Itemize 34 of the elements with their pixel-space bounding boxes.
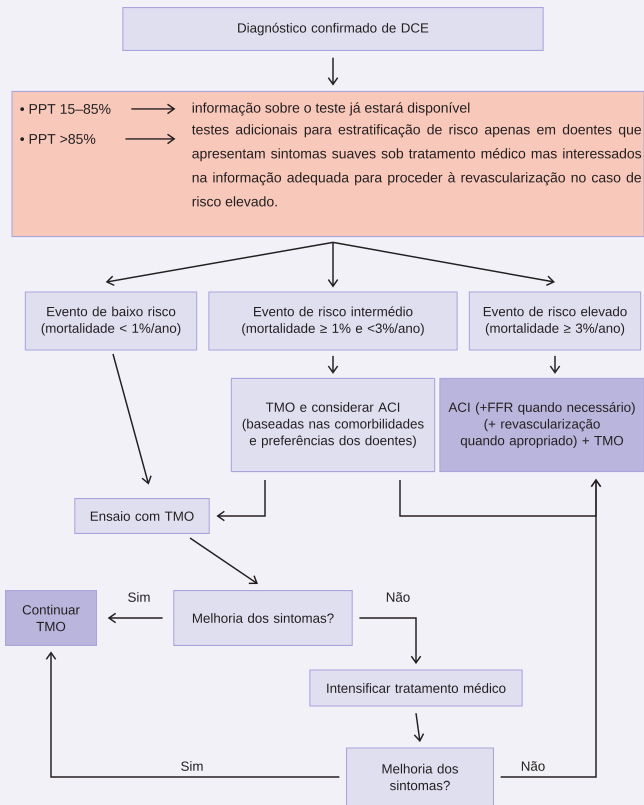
arrow xyxy=(500,478,602,778)
decision-box: Melhoria dos sintomas? xyxy=(173,590,353,646)
process-box: TMO e considerar ACI (baseadas nas comorbilidades e preferências dos doentes) xyxy=(230,378,436,472)
process-box: Evento de risco intermédio (mortalidade ≥ 1% e <3%/ano) xyxy=(208,291,458,351)
decision-box: Melhoria dos sintomas? xyxy=(346,747,494,805)
process-box: Evento de risco elevado (mortalidade ≥ 3%/ano) xyxy=(468,291,642,351)
arrow xyxy=(125,134,176,144)
arrow xyxy=(332,242,555,286)
panel-text: testes adicionais para estratificação de risco apenas em doentes que apresentam sintomas suaves sob tratamento médico mas interessados na informação adequada para proceder à revascularização no caso de risco elevado. xyxy=(192,124,642,206)
arrow xyxy=(328,58,338,86)
arrow xyxy=(328,356,338,374)
info-panel xyxy=(11,90,644,238)
arrow xyxy=(190,537,258,584)
arrow xyxy=(131,104,176,114)
process-box: Evento de baixo risco (mortalidade < 1%/ano) xyxy=(24,291,198,351)
arrow xyxy=(216,480,266,522)
arrow xyxy=(414,713,424,742)
arrow xyxy=(112,354,152,485)
panel-text: informação sobre o teste já estará disponível xyxy=(192,102,470,116)
process-box: ACI (+FFR quando necessário) (+ revascularização quando apropriado) + TMO xyxy=(439,378,644,472)
edge-label: Sim xyxy=(179,760,205,772)
arrow xyxy=(46,651,340,778)
edge-label: Sim xyxy=(126,590,152,604)
process-box: Ensaio com TMO xyxy=(74,498,210,534)
arrow xyxy=(108,612,163,624)
process-box: Intensificar tratamento médico xyxy=(309,669,523,707)
process-box: Diagnóstico confirmado de DCE xyxy=(122,7,544,51)
bullet-text: • PPT >85% xyxy=(20,134,96,144)
bullet-text: • PPT 15–85% xyxy=(20,104,110,114)
process-box: Continuar TMO xyxy=(5,590,97,646)
arrow xyxy=(106,242,334,286)
arrow xyxy=(359,617,422,664)
arrow xyxy=(550,356,560,374)
arrow xyxy=(328,242,338,288)
